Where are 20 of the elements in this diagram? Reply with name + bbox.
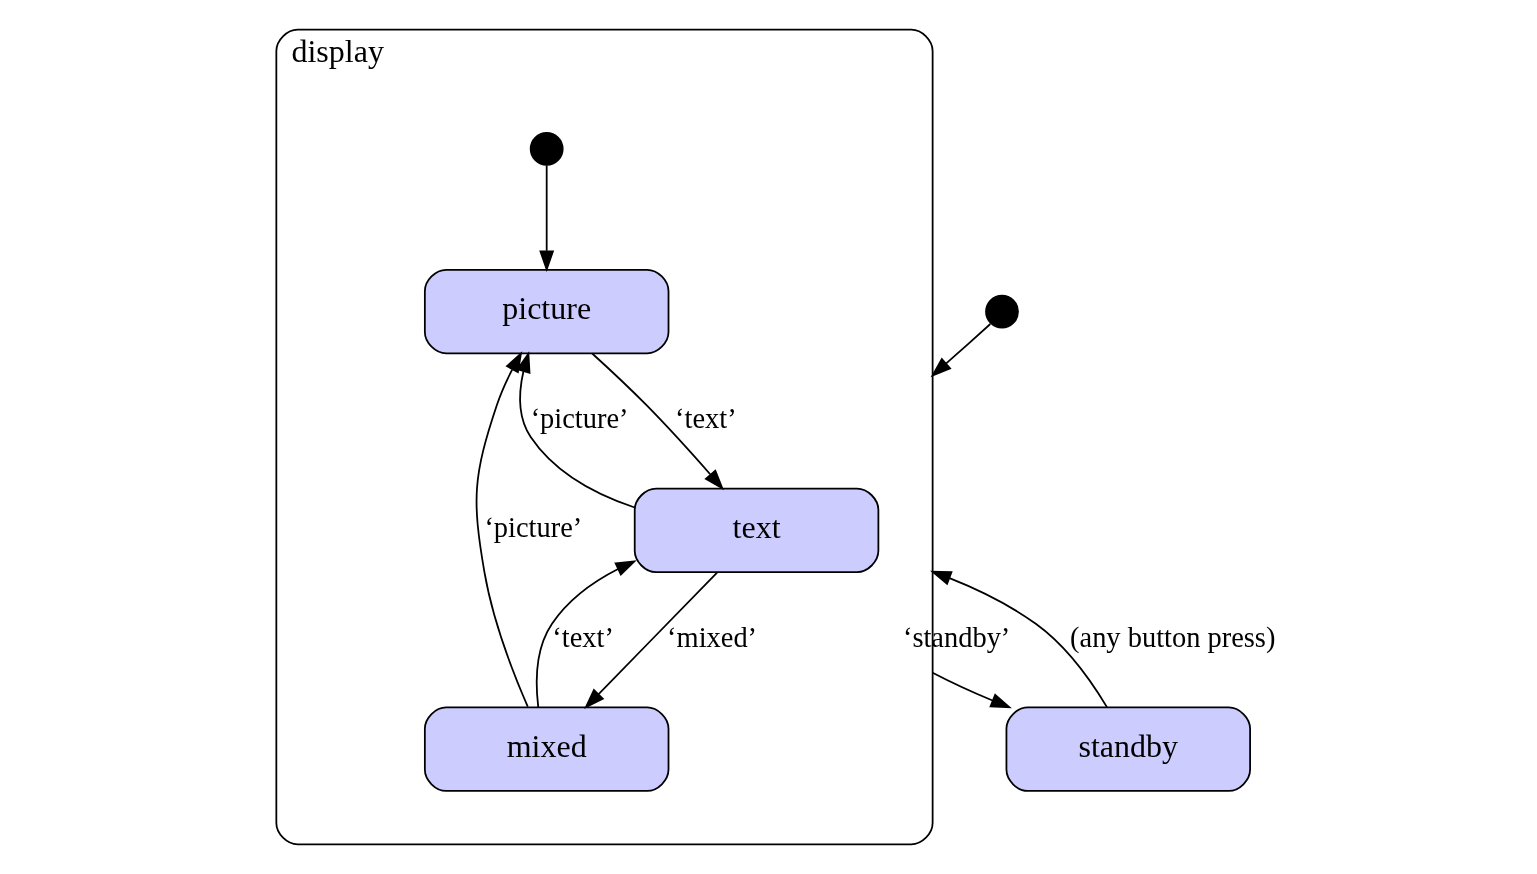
node-box: standby: [1005, 706, 1251, 792]
arrow: [590, 352, 724, 491]
edge-label: ‘picture’: [483, 512, 582, 544]
arrow: [538, 164, 554, 272]
node-box: mixed: [423, 706, 669, 792]
arrow: [931, 671, 1012, 709]
edge-label: ‘picture’: [530, 402, 629, 434]
arrow: [930, 323, 991, 378]
edge-label: ‘text’: [674, 402, 737, 434]
arrow: [535, 560, 637, 709]
arrow: [475, 351, 529, 708]
node-box: text: [633, 487, 879, 574]
node-circle: [529, 132, 564, 166]
node-circle: [984, 294, 1019, 329]
arrow: [929, 570, 1108, 708]
node-box: picture: [423, 268, 669, 355]
edge-label: ‘mixed’: [666, 621, 757, 653]
arrow: [583, 571, 718, 709]
edge-label: (any button press): [1069, 621, 1275, 653]
edge-label: ‘text’: [551, 621, 614, 653]
